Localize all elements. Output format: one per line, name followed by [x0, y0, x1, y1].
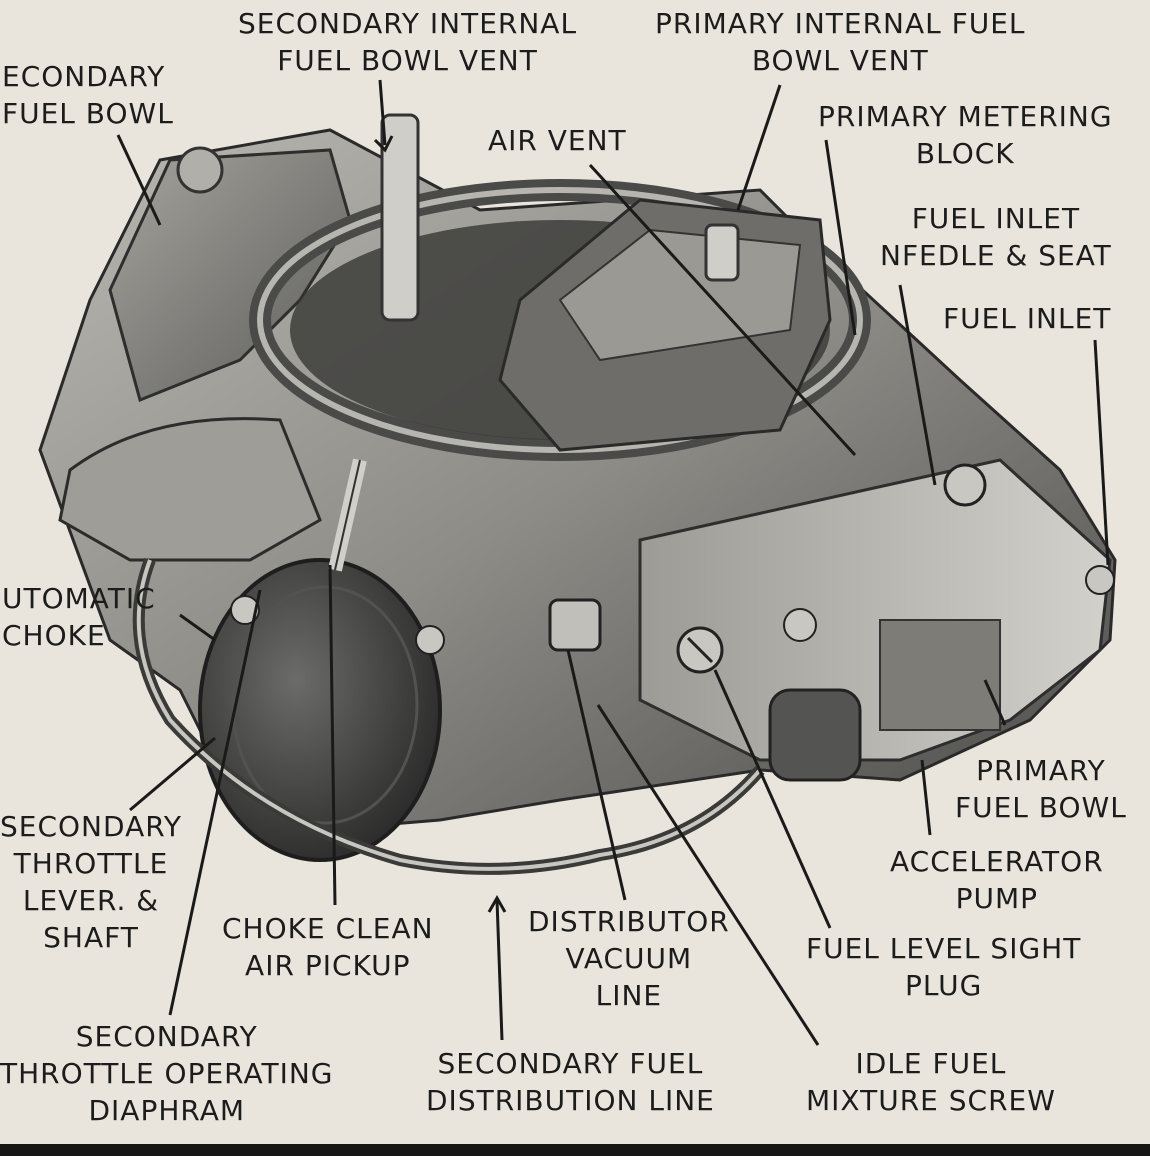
leader-accelerator-pump: [920, 759, 932, 836]
bottom-border: [0, 1144, 1150, 1156]
leader-lines: [116, 79, 1110, 1046]
leader-fuel-level-sight: [713, 669, 832, 929]
label-primary-internal-fuel-bowl-vent: PRIMARY INTERNAL FUEL BOWL VENT: [655, 7, 1026, 77]
leader-primary-internal-vent: [736, 84, 782, 211]
label-choke-clean-air-pickup: CHOKE CLEAN AIR PICKUP: [222, 912, 434, 982]
leader-automatic-choke: [179, 613, 216, 642]
label-fuel-inlet: FUEL INLET: [943, 302, 1112, 335]
label-secondary-fuel-distribution-line: SECONDARY FUEL DISTRIBUTION LINE: [426, 1047, 715, 1117]
leader-primary-metering-block: [824, 139, 857, 336]
label-fuel-level-sight-plug: FUEL LEVEL SIGHT PLUG: [806, 932, 1082, 1002]
leader-fuel-inlet-needle: [898, 284, 937, 486]
leader-secondary-internal-vent: [378, 79, 387, 146]
leader-secondary-throttle-lever: [129, 736, 216, 812]
leader-primary-fuel-bowl: [983, 679, 1007, 726]
label-automatic-choke: UTOMATIC CHOKE: [2, 582, 156, 652]
label-secondary-throttle-lever-shaft: SECONDARY THROTTLE LEVER. & SHAFT: [0, 810, 182, 954]
label-secondary-fuel-bowl: ECONDARY FUEL BOWL: [2, 60, 174, 130]
label-primary-fuel-bowl: PRIMARY FUEL BOWL: [955, 754, 1127, 824]
label-fuel-inlet-needle-seat: FUEL INLET NFEDLE & SEAT: [880, 202, 1112, 272]
label-accelerator-pump: ACCELERATOR PUMP: [890, 845, 1104, 915]
leader-air-vent: [588, 163, 857, 457]
label-idle-fuel-mixture-screw: IDLE FUEL MIXTURE SCREW: [806, 1047, 1056, 1117]
leader-distributor-vacuum: [566, 649, 627, 901]
label-air-vent: AIR VENT: [488, 124, 627, 157]
leader-idle-fuel-mixture: [596, 704, 820, 1046]
leader-choke-clean-air: [328, 564, 337, 906]
label-distributor-vacuum-line: DISTRIBUTOR VACUUM LINE: [528, 905, 730, 1012]
label-primary-metering-block: PRIMARY METERING BLOCK: [818, 100, 1113, 170]
leader-fuel-inlet: [1093, 339, 1110, 566]
label-secondary-internal-fuel-bowl-vent: SECONDARY INTERNAL FUEL BOWL VENT: [238, 7, 578, 77]
leader-secondary-fuel-bowl: [116, 134, 162, 226]
carburetor-body: [38, 113, 1117, 875]
leader-secondary-throttle-diaphram: [168, 589, 262, 1016]
label-secondary-throttle-operating-diaphram: SECONDARY THROTTLE OPERATING DIAPHRAM: [0, 1020, 334, 1127]
leader-secondary-fuel-distribution: [495, 899, 504, 1041]
